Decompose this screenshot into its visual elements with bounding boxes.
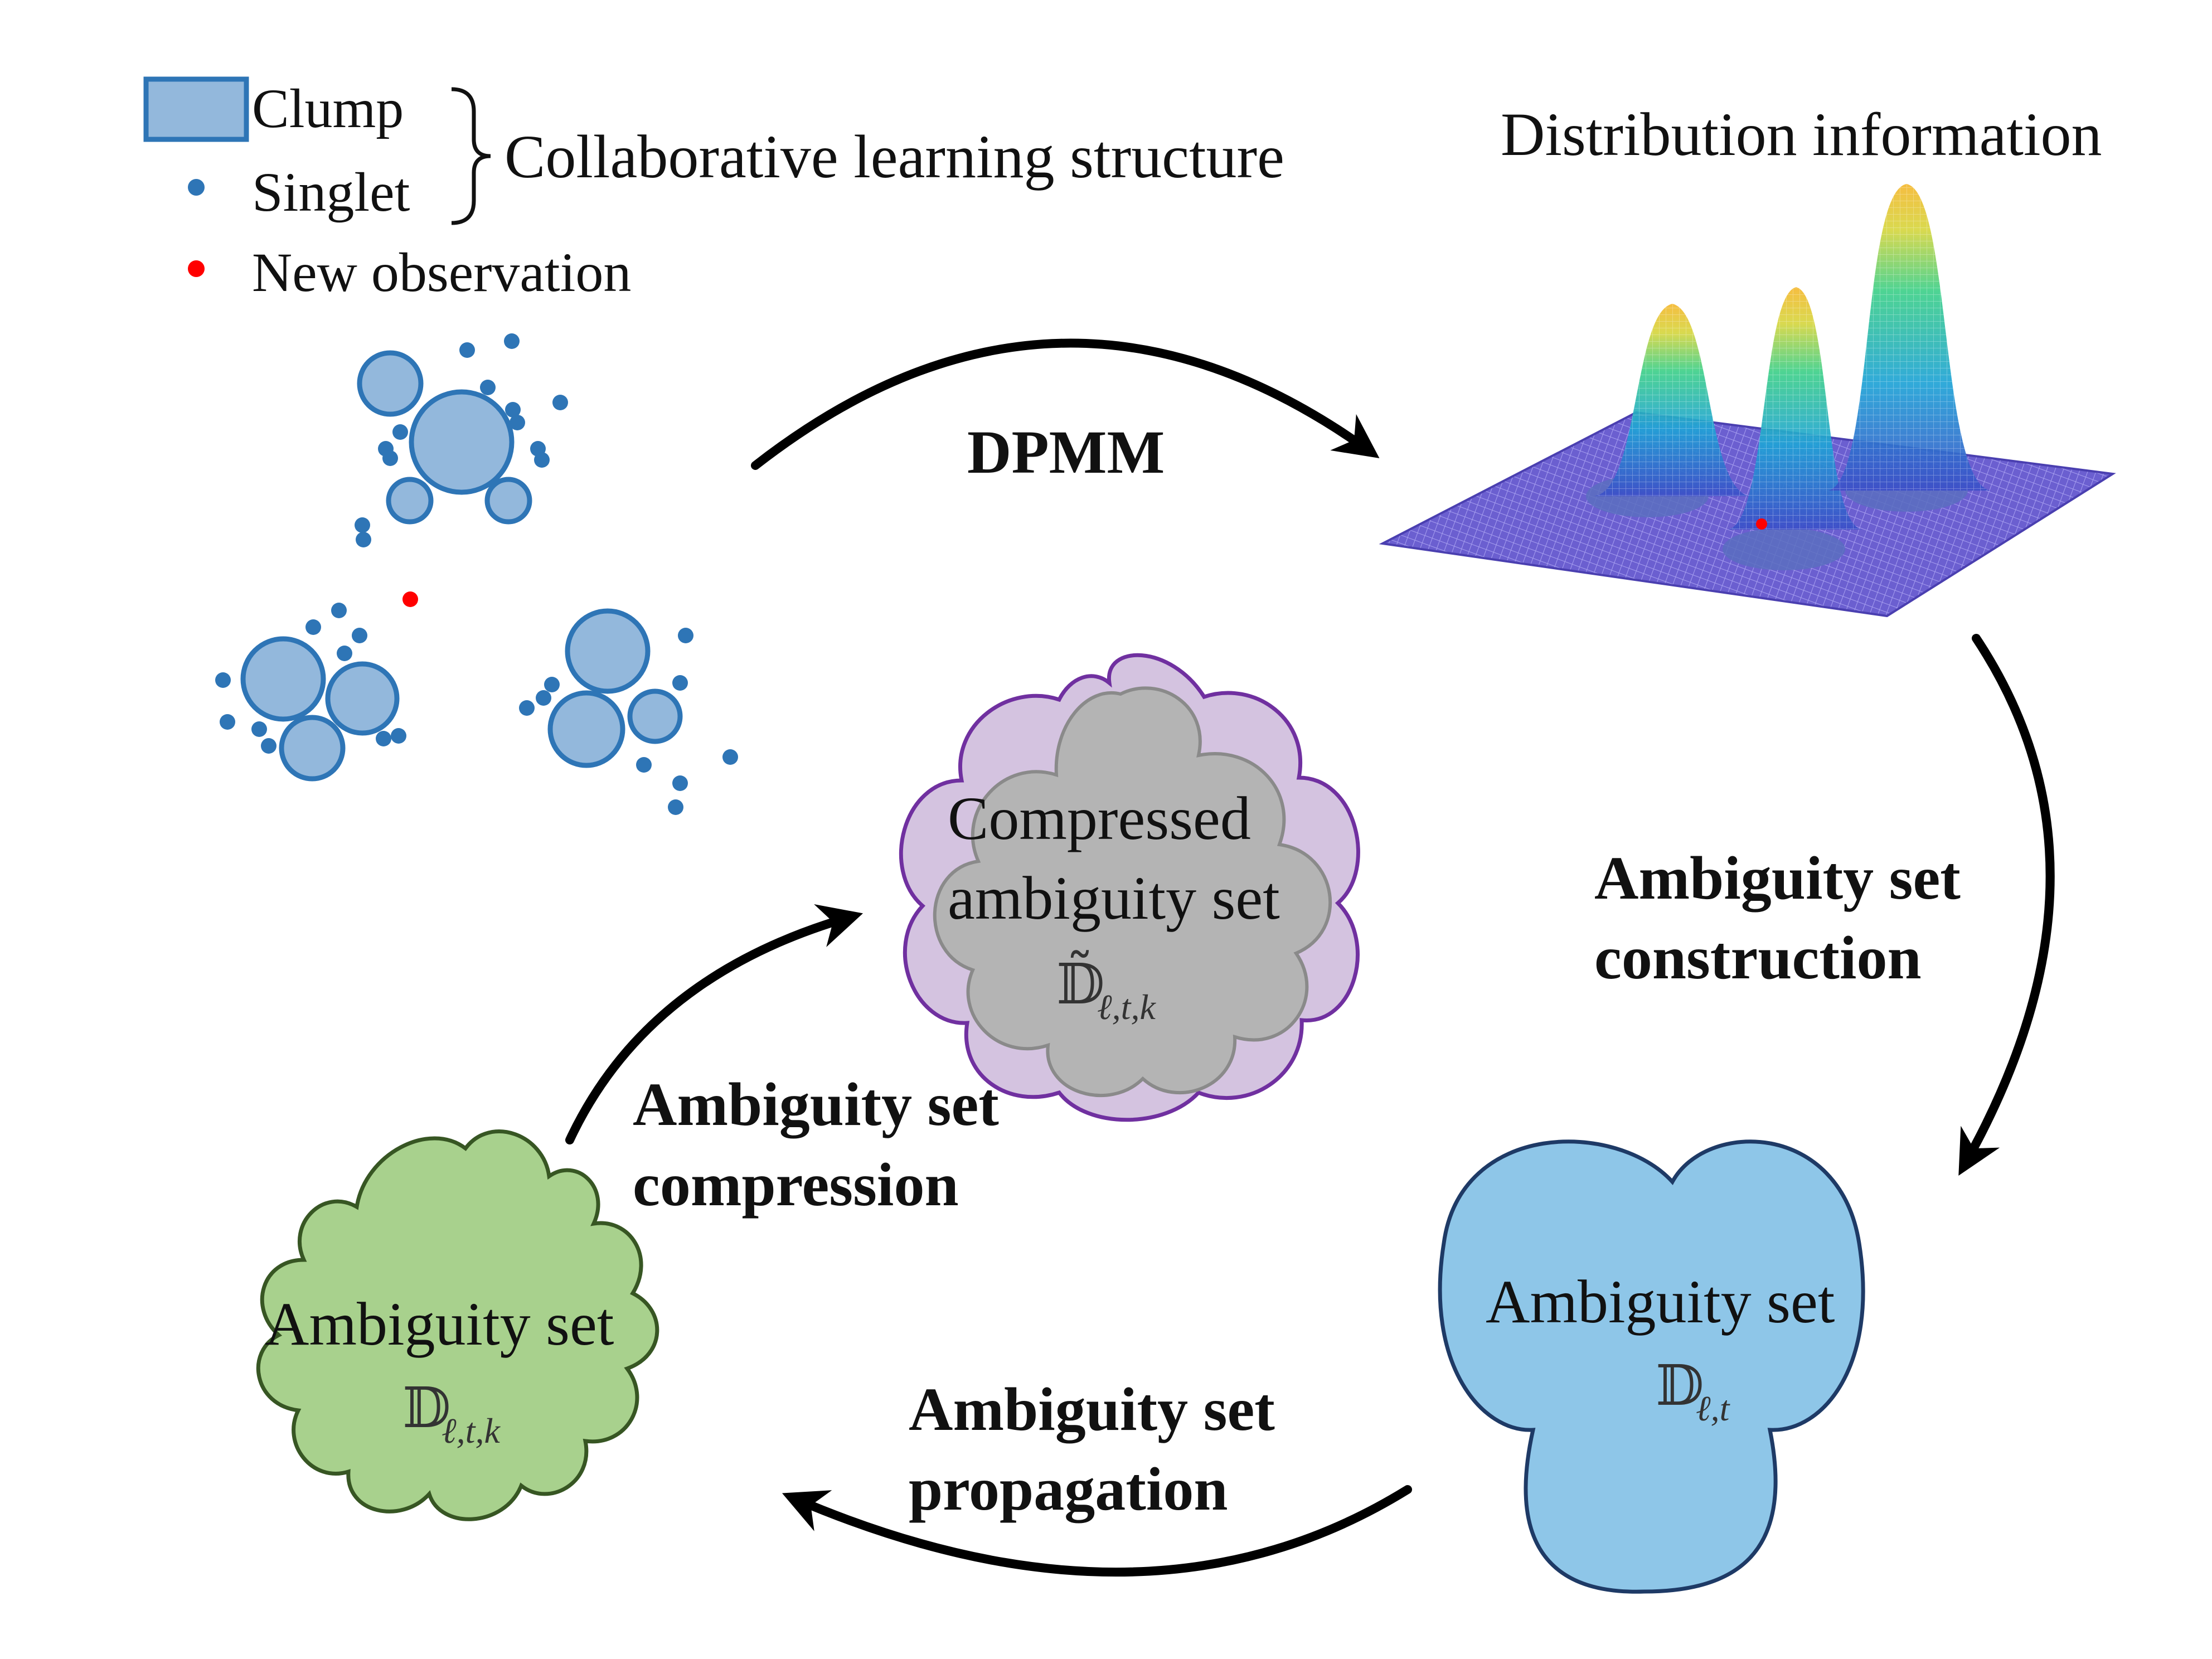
distribution-title: Distribution information [1501,100,2102,168]
singlet [376,731,391,746]
singlet [382,450,398,466]
ambiguity-set-blue: Ambiguity set 𝔻 ℓ,t [1438,1139,1865,1594]
clump [484,477,532,525]
gray-set-symbol: 𝔻̃ [1056,950,1105,1017]
construction-arrow [1958,634,2055,1176]
blue-set-shape [1438,1139,1865,1594]
singlet [261,738,276,754]
singlet [636,757,652,773]
compression-arrow [565,904,864,1144]
singlet [536,690,551,706]
singlet [305,619,321,635]
blue-set-label: Ambiguity set [1486,1268,1835,1336]
surface-cluster [1723,528,1845,570]
clump [409,389,515,495]
compression-label-line2: compression [633,1151,959,1219]
singlet [534,452,550,468]
singlet [215,672,231,688]
clump [565,608,651,694]
propagation-label-line1: Ambiguity set [909,1375,1275,1443]
singlet [510,415,525,430]
observation-clusters [240,350,683,782]
gray-set-label-line2: ambiguity set [948,864,1280,932]
singlet [480,380,496,395]
blue-set-symbol: 𝔻 [1656,1353,1704,1418]
clump [547,690,625,768]
legend-new-observation-label: New observation [252,241,631,303]
singlet [519,700,535,716]
surface-peak-mesh [1594,184,1990,530]
singlet [352,628,367,643]
singlet [672,675,688,691]
cycle-arrows [565,338,2055,1577]
dpmm-arrow [751,338,1380,470]
propagation-arrow [782,1485,1412,1577]
singlet [392,424,408,440]
legend-brace-icon [451,87,491,225]
legend-singlet-label: Singlet [252,161,410,223]
singlet [337,646,352,661]
singlet [668,799,683,815]
green-set-subscript: ℓ,t,k [442,1411,501,1451]
singlet [459,342,475,358]
legend: Clump Singlet New observation Collaborat… [143,76,1284,303]
clump [279,715,346,782]
singlet [552,395,568,410]
dpmm-label: DPMM [967,418,1165,486]
compression-label-line1: Ambiguity set [633,1070,999,1138]
singlet [544,677,560,692]
clump-legend-swatch [143,76,249,142]
construction-label-line2: construction [1594,924,1922,992]
singlet [251,721,267,737]
clump [357,350,424,417]
green-set-label: Ambiguity set [265,1290,614,1358]
ambiguity-set-gray: Compressed ambiguity set 𝔻̃ ℓ,t,k [899,653,1360,1122]
singlet [505,402,521,418]
propagation-label-line2: propagation [909,1455,1228,1523]
green-set-shape [256,1129,659,1521]
clump [627,688,683,744]
singlets [215,333,738,815]
new-observation-legend-dot [188,260,205,277]
singlet [678,628,693,643]
clump [240,636,326,722]
singlet [722,749,738,765]
construction-label-line1: Ambiguity set [1594,844,1961,912]
distribution-surface [1379,184,2116,618]
gray-set-label-line1: Compressed [948,784,1251,852]
singlet-legend-dot [188,179,205,196]
new-observation-dot [402,591,418,607]
singlet [356,532,371,547]
singlet [504,333,520,349]
clump [386,477,434,525]
singlet [672,775,688,791]
ambiguity-set-green: Ambiguity set 𝔻 ℓ,t,k [256,1129,659,1521]
singlet [355,517,370,533]
blue-set-subscript: ℓ,t [1696,1389,1731,1428]
legend-structure-label: Collaborative learning structure [505,123,1284,191]
singlet [331,603,347,618]
legend-clump-label: Clump [252,77,404,139]
singlet [220,714,235,730]
gray-set-shape [933,686,1332,1097]
clump [325,661,400,736]
surface-new-observation-dot [1756,518,1767,530]
gray-set-subscript: ℓ,t,k [1097,987,1156,1027]
green-set-symbol: 𝔻 [402,1375,451,1440]
singlet [391,728,406,744]
